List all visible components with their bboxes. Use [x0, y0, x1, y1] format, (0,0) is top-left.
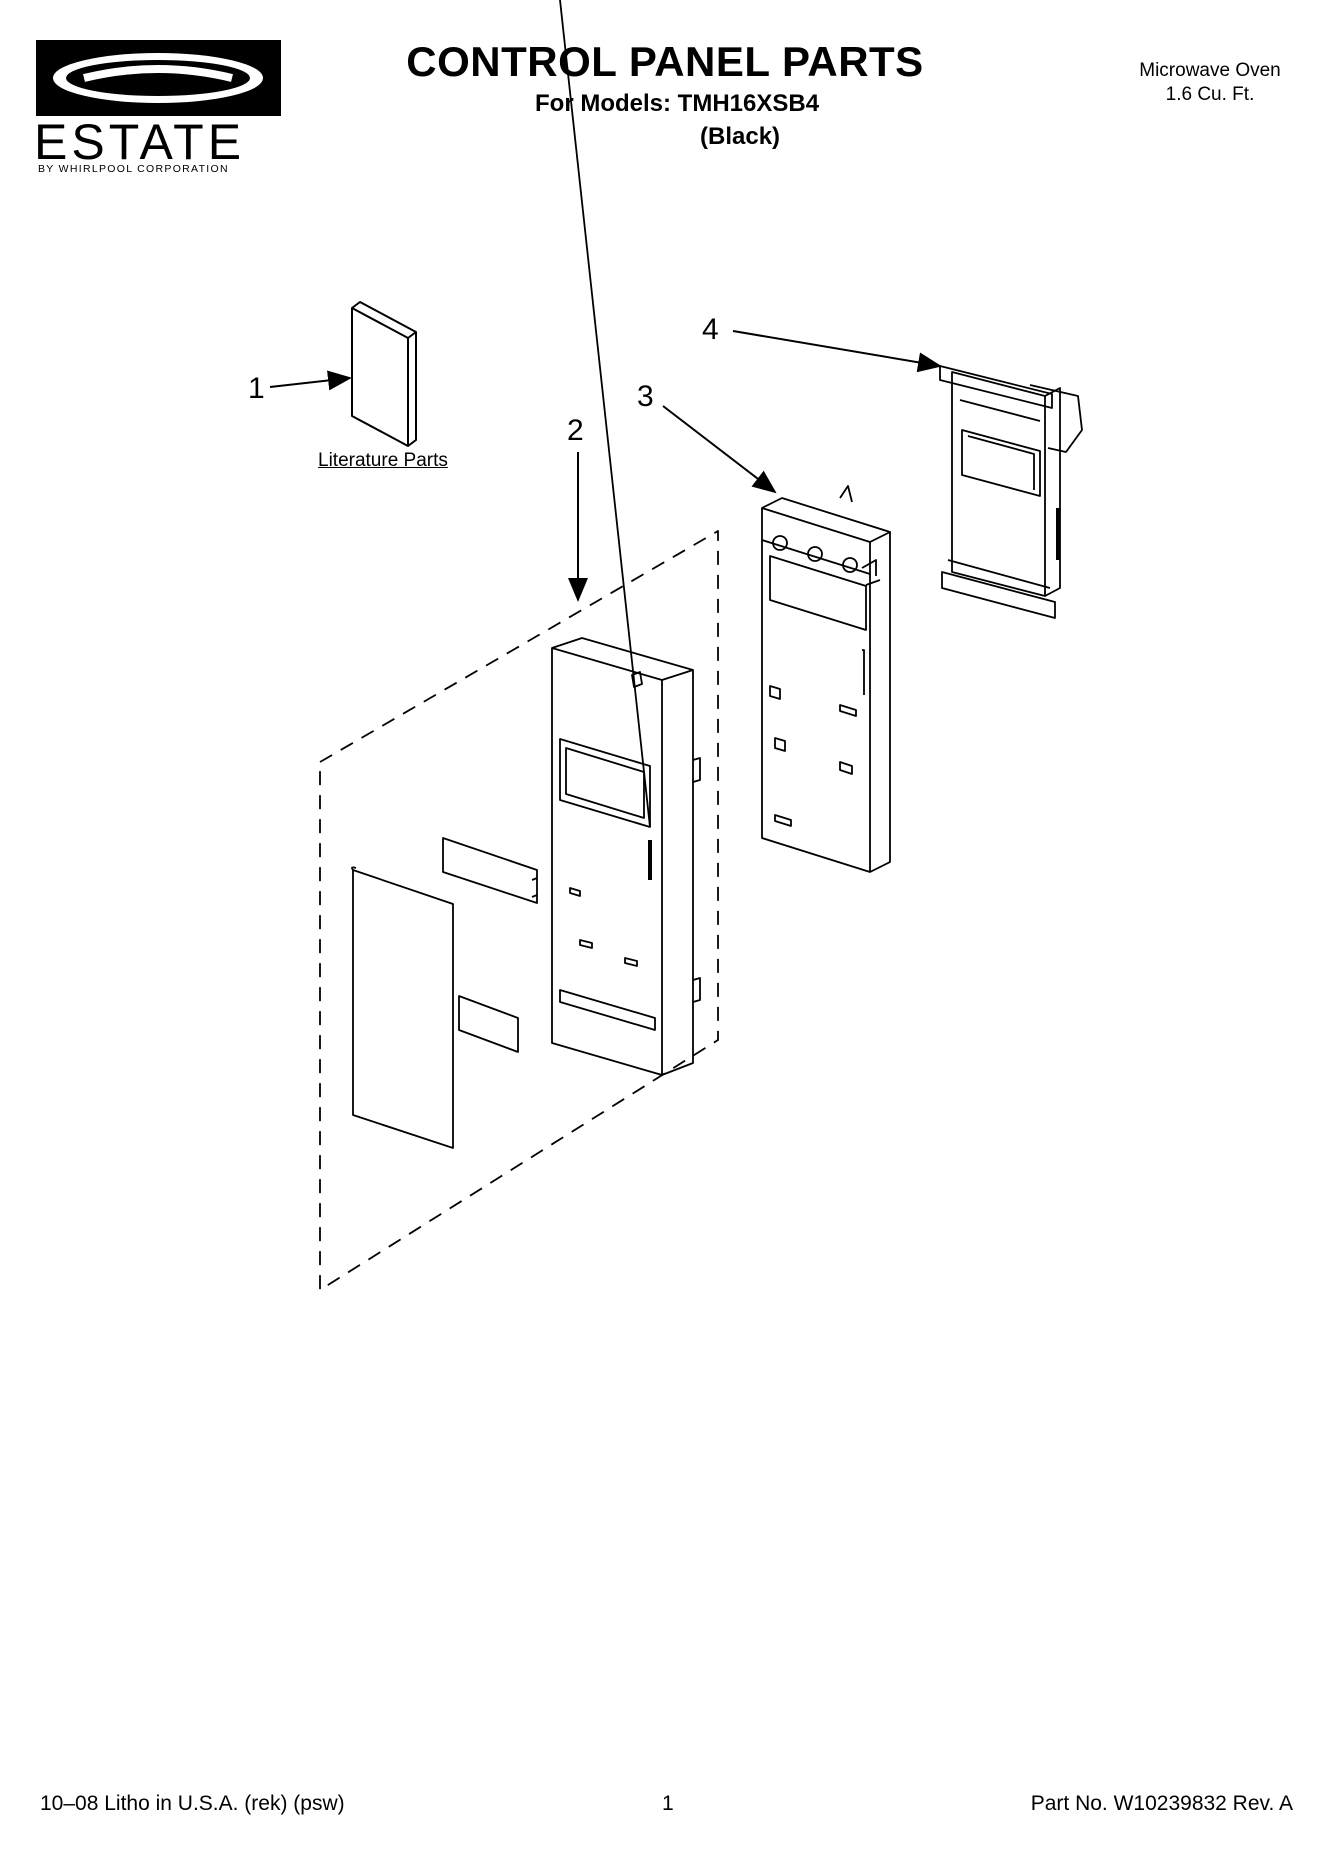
page-title: CONTROL PANEL PARTS [406, 38, 924, 85]
part-number: Part No. W10239832 Rev. A [1030, 1792, 1293, 1815]
control-panel-bracket [761, 485, 891, 873]
leader-arrow-3 [662, 405, 777, 494]
appliance-type: Microwave Oven [1139, 60, 1281, 81]
brand-subtitle: BY WHIRLPOOL CORPORATION [38, 163, 229, 175]
leader-arrow-4 [732, 330, 942, 373]
appliance-size: 1.6 Cu. Ft. [1165, 84, 1255, 105]
electronic-control-board [939, 365, 1083, 619]
page-number: 1 [662, 1792, 674, 1815]
control-panel-front [551, 0, 701, 1076]
models-line: For Models: TMH16XSB4 [535, 90, 820, 117]
literature-parts-label: Literature Parts [318, 450, 448, 471]
callout-1: 1 [248, 372, 265, 405]
callout-3: 3 [637, 380, 654, 413]
leader-arrow-1 [269, 370, 352, 391]
color-label: (Black) [700, 123, 781, 150]
nameplate-strip [458, 995, 519, 1053]
assembly-boundary [319, 530, 719, 1291]
footer-litho-info: 10–08 Litho in U.S.A. (rek) (psw) [40, 1792, 345, 1815]
callout-2: 2 [567, 414, 584, 447]
brand-name: ESTATE [34, 114, 246, 170]
callout-4: 4 [702, 313, 719, 346]
literature-booklet [351, 301, 417, 447]
keypad-overlay [351, 866, 454, 1149]
estate-logo [36, 40, 281, 116]
display-window [442, 837, 538, 904]
